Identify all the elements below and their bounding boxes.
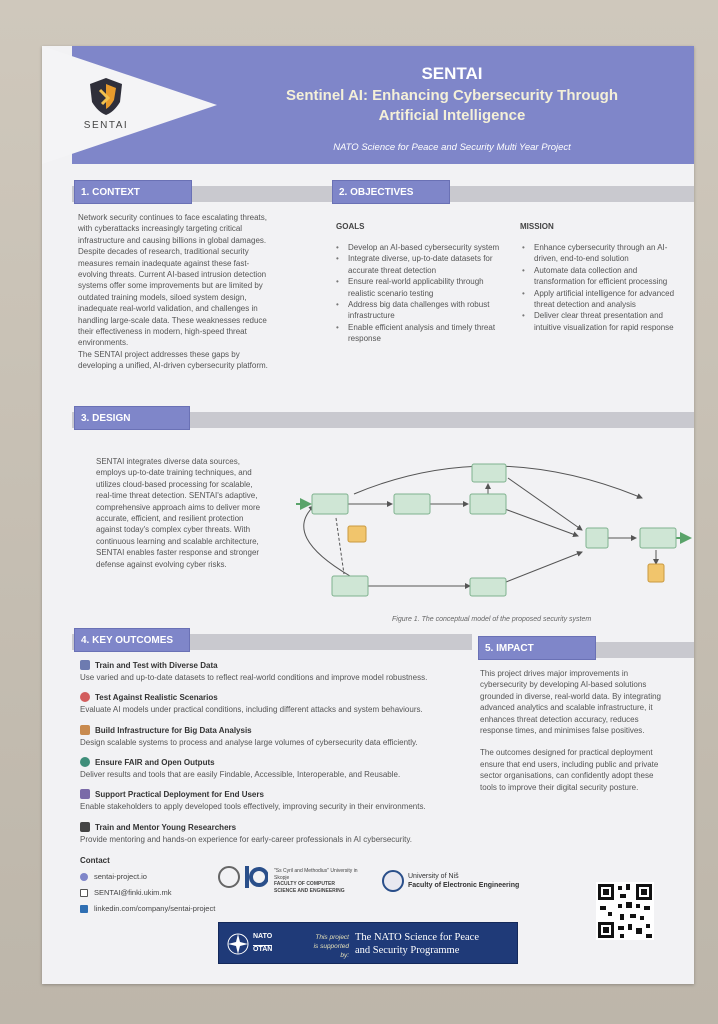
globe-icon	[80, 872, 88, 881]
sentai-logo: SENTAI	[74, 76, 138, 156]
outcome-text: Enable stakeholders to apply developed t…	[80, 802, 426, 811]
context-text-2: The SENTAI project addresses these gaps …	[78, 349, 268, 371]
context-paragraph: Network security continues to face escal…	[78, 212, 268, 372]
outcome-title: Build Infrastructure for Big Data Analys…	[95, 725, 252, 735]
mission-title: MISSION	[520, 222, 554, 231]
outcome-title: Train and Test with Diverse Data	[95, 660, 218, 670]
contact-email[interactable]: SENTAI@finki.ukim.mk	[80, 888, 171, 897]
logo-wordmark: SENTAI	[83, 120, 129, 131]
finki-logo	[244, 864, 269, 896]
contact-website[interactable]: sentai-project.io	[80, 872, 147, 881]
mission-item: Deliver clear threat presentation and in…	[522, 310, 688, 333]
outcome-item: Test Against Realistic Scenarios Evaluat…	[80, 692, 470, 714]
nis-text: University of Niš Faculty of Electronic …	[408, 873, 520, 889]
goals-list: Develop an AI-based cybersecurity system…	[336, 242, 506, 345]
graduation-cap-icon	[80, 822, 90, 832]
context-text-1: Network security continues to face escal…	[78, 213, 267, 348]
website-link[interactable]: sentai-project.io	[94, 872, 147, 881]
context-heading: 1. CONTEXT	[74, 180, 192, 204]
header-arrow-shape	[42, 46, 217, 164]
goal-item: Address big data challenges with robust …	[336, 299, 506, 322]
outcome-item: Ensure FAIR and Open Outputs Deliver res…	[80, 757, 470, 779]
outcome-item: Train and Test with Diverse Data Use var…	[80, 660, 470, 682]
design-paragraph: SENTAI integrates diverse data sources, …	[96, 457, 261, 569]
poster-title: SENTAI	[421, 64, 483, 83]
outcome-text: Use varied and up-to-date datasets to re…	[80, 673, 428, 682]
outcome-title: Ensure FAIR and Open Outputs	[95, 757, 215, 767]
goal-item: Develop an AI-based cybersecurity system	[336, 242, 506, 254]
finki-text: "Ss Cyril and Methodius" University in S…	[274, 868, 358, 894]
linkedin-icon	[80, 904, 88, 913]
figure-caption: Figure 1. The conceptual model of the pr…	[392, 616, 592, 623]
mission-list: Enhance cybersecurity through an AI-driv…	[522, 242, 688, 333]
mission-item: Apply artificial intelligence for advanc…	[522, 288, 688, 311]
nato-sps-footer: NATO OTAN This project is supported by: …	[218, 922, 518, 964]
globe-icon	[80, 757, 90, 767]
shield-icon	[86, 76, 126, 116]
impact-paragraph: This project drives major improvements i…	[480, 668, 666, 793]
linkedin-link[interactable]: linkedin.com/company/sentai-project	[94, 904, 216, 913]
design-rule	[72, 412, 694, 428]
pin-icon	[80, 692, 90, 702]
poster-header: SENTAI SENTAI Sentinel AI: Enhancing Cyb…	[42, 46, 694, 164]
conceptual-model-diagram	[292, 446, 692, 612]
supported-by-text: This project is supported by:	[313, 934, 349, 959]
sps-programme-text: The NATO Science for Peace and Security …	[355, 932, 480, 956]
outcome-item: Support Practical Deployment for End Use…	[80, 789, 470, 811]
nis-seal-logo	[382, 870, 404, 892]
outcome-text: Deliver results and tools that are easil…	[80, 770, 401, 779]
outcome-item: Build Infrastructure for Big Data Analys…	[80, 725, 470, 747]
nato-star-icon	[227, 933, 249, 955]
outcome-text: Design scalable systems to process and a…	[80, 738, 418, 747]
mission-item: Automate data collection and transformat…	[522, 265, 688, 288]
subtitle-line-2: Artificial Intelligence	[378, 107, 526, 124]
edit-icon	[80, 725, 90, 735]
goal-item: Ensure real-world applicability through …	[336, 276, 506, 299]
goal-item: Integrate diverse, up-to-date datasets f…	[336, 253, 506, 276]
database-icon	[80, 660, 90, 670]
goals-title: GOALS	[336, 222, 365, 231]
goal-item: Enable efficient analysis and timely thr…	[336, 322, 506, 345]
subtitle-line-1: Sentinel AI: Enhancing Cybersecurity Thr…	[286, 87, 618, 104]
impact-text-1: This project drives major improvements i…	[480, 669, 661, 736]
outcome-text: Provide mentoring and hands-on experienc…	[80, 835, 413, 844]
outcome-title: Support Practical Deployment for End Use…	[95, 789, 264, 799]
objectives-heading: 2. OBJECTIVES	[332, 180, 450, 204]
rocket-icon	[80, 789, 90, 799]
contact-title: Contact	[80, 856, 110, 865]
email-link[interactable]: SENTAI@finki.ukim.mk	[94, 888, 172, 897]
outcome-text: Evaluate AI models under practical condi…	[80, 705, 423, 714]
impact-text-2: The outcomes designed for practical depl…	[480, 748, 659, 792]
ukim-seal-logo	[218, 866, 240, 888]
nato-logo: NATO OTAN	[227, 929, 283, 959]
design-heading: 3. DESIGN	[74, 406, 190, 430]
qr-code[interactable]	[596, 882, 654, 940]
contact-linkedin[interactable]: linkedin.com/company/sentai-project	[80, 904, 215, 913]
outcome-title: Train and Mentor Young Researchers	[95, 822, 237, 832]
mission-item: Enhance cybersecurity through an AI-driv…	[522, 242, 688, 265]
poster-tagline: NATO Science for Peace and Security Mult…	[333, 142, 571, 153]
poster: SENTAI SENTAI Sentinel AI: Enhancing Cyb…	[42, 46, 694, 984]
impact-heading: 5. IMPACT	[478, 636, 596, 660]
outcome-title: Test Against Realistic Scenarios	[95, 692, 218, 702]
outcomes-heading: 4. KEY OUTCOMES	[74, 628, 190, 652]
mail-icon	[80, 888, 88, 897]
outcome-item: Train and Mentor Young Researchers Provi…	[80, 822, 470, 844]
poster-subtitle: Sentinel AI: Enhancing Cybersecurity Thr…	[227, 86, 677, 126]
